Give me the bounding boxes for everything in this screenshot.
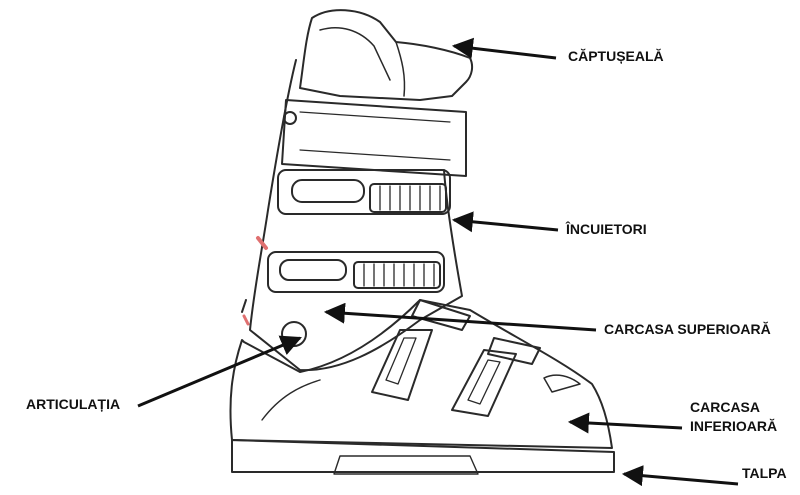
arrow-sole	[624, 474, 738, 484]
arrow-buckles	[454, 220, 558, 230]
label-upper-shell: CARCASA SUPERIOARĂ	[604, 320, 771, 339]
label-liner: CĂPTUȘEALĂ	[568, 47, 664, 66]
lower-shell-outline	[230, 300, 612, 448]
arrow-upper-shell	[326, 312, 596, 330]
label-buckles: ÎNCUIETORI	[566, 220, 647, 239]
liner-top	[300, 10, 472, 100]
lower-buckle-2	[452, 338, 540, 416]
upper-shell-outline	[250, 60, 462, 370]
label-hinge: ARTICULAȚIA	[26, 395, 120, 414]
buckle-2	[268, 252, 444, 292]
label-lower-shell-line2: INFERIOARĂ	[690, 417, 777, 436]
buckle-1	[278, 170, 450, 214]
power-strap	[282, 100, 466, 176]
hinge-rivet	[282, 322, 306, 346]
arrow-hinge	[138, 338, 300, 406]
label-sole: TALPA	[742, 464, 787, 483]
arrow-lower-shell	[570, 422, 682, 428]
label-lower-shell: CARCASA INFERIOARĂ	[690, 398, 777, 436]
label-lower-shell-line1: CARCASA	[690, 398, 777, 417]
red-mark-2	[244, 316, 248, 324]
arrow-liner	[454, 46, 556, 58]
